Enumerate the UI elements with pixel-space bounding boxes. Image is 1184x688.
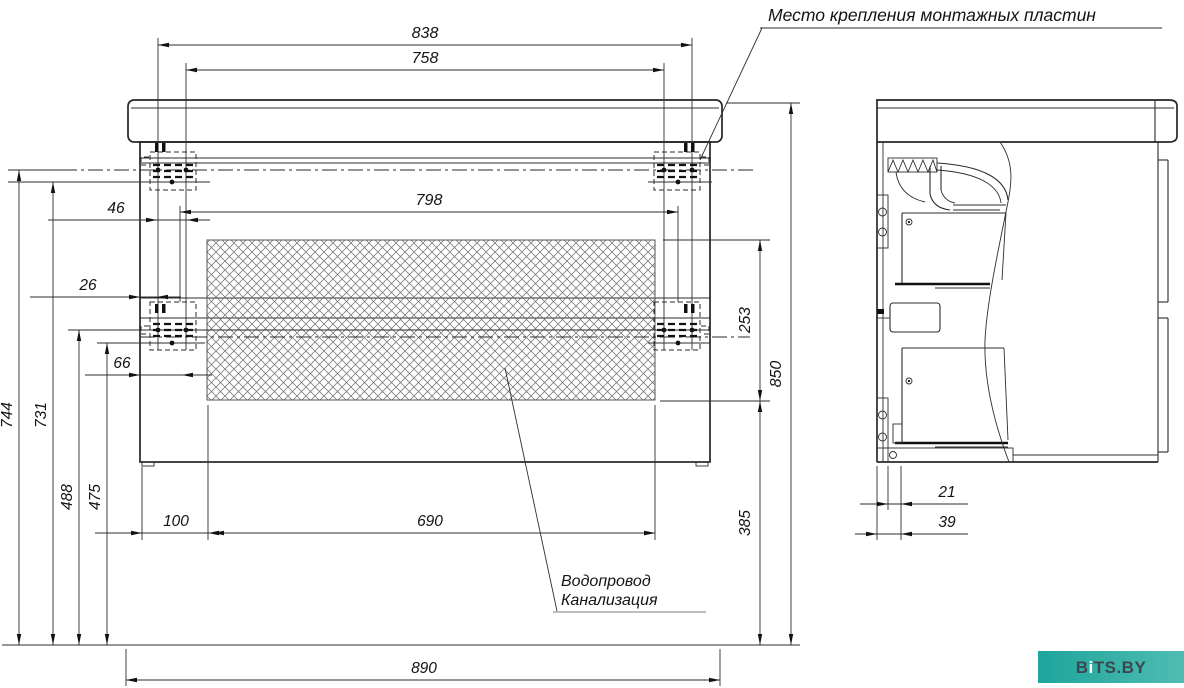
dim-385-label: 385 — [737, 510, 754, 536]
mounting-plate-bottom-right — [653, 301, 710, 351]
dim-253-label: 253 — [737, 307, 754, 334]
dim-plate-row-label: 798 — [416, 192, 443, 209]
side-upper-drawer — [895, 212, 1007, 289]
utilities-note: Водопровод Канализация — [504, 367, 706, 613]
side-wall-rail-block — [877, 302, 941, 333]
mounting-plate-bottom-left — [140, 301, 197, 351]
dim-744-label: 744 — [0, 402, 16, 428]
dim-731-label: 731 — [33, 402, 50, 428]
mounting-note-label: Место крепления монтажных пластин — [768, 5, 1096, 25]
dim-890-label: 890 — [411, 660, 437, 677]
utilities-note-line1: Водопровод — [561, 573, 651, 590]
utilities-note-line2: Канализация — [561, 592, 658, 609]
dim-850-label: 850 — [768, 361, 785, 388]
dim-top-outer-label: 838 — [412, 25, 439, 42]
watermark: BiTS.BY — [1038, 651, 1184, 683]
countertop — [127, 99, 723, 143]
dim-46-label: 46 — [107, 200, 125, 217]
side-countertop — [876, 99, 1178, 143]
side-lower-drawer — [892, 347, 1009, 448]
front-view: 838 758 798 46 26 66 100 690 890 744 731… — [0, 5, 1162, 686]
watermark-logo: BiTS.BY — [1076, 658, 1147, 677]
side-mounting-strip-top — [876, 194, 889, 249]
watermark-background — [1038, 651, 1184, 683]
side-mounting-strip-bottom — [876, 397, 889, 463]
dim-21-label: 21 — [937, 484, 955, 501]
dim-475-label: 475 — [87, 484, 104, 510]
mounting-note: Место крепления монтажных пластин — [699, 5, 1162, 161]
dim-top-inner-label: 758 — [412, 50, 439, 67]
side-dimensions — [855, 466, 968, 540]
break-line — [984, 141, 1012, 463]
mounting-plate-top-right — [653, 143, 710, 191]
hatch-area — [206, 239, 656, 401]
dim-39-label: 39 — [938, 514, 956, 531]
mounting-plate-top-left — [140, 143, 197, 191]
cabinet-foot-left — [141, 461, 155, 467]
side-sink-section — [895, 162, 1009, 211]
dim-690-label: 690 — [417, 513, 443, 530]
side-view: 21 39 — [855, 99, 1178, 540]
dim-100-label: 100 — [163, 513, 189, 530]
side-drawer-fronts — [1158, 159, 1169, 453]
dim-66-label: 66 — [113, 355, 131, 372]
front-dimensions — [16, 42, 794, 683]
dim-26-label: 26 — [78, 277, 97, 294]
cabinet-foot-right — [695, 461, 709, 467]
side-bottom-panel — [876, 447, 1014, 463]
dim-488-label: 488 — [59, 484, 76, 510]
